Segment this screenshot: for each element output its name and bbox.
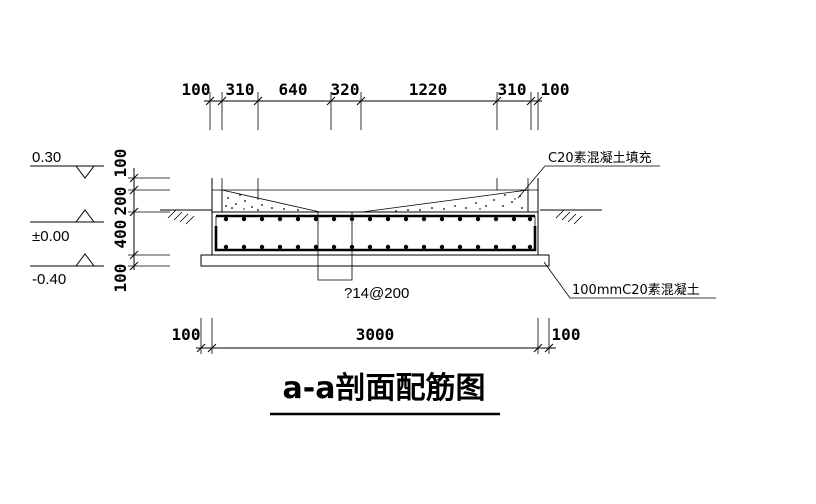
fill-label: C20素混凝土填充 [548, 150, 652, 166]
blinding-label: 100mmC20素混凝土 [572, 282, 700, 298]
dim-top-5: 1220 [409, 80, 448, 99]
dim-top-4: 320 [331, 80, 360, 99]
dim-vert-4: 100 [111, 264, 130, 293]
callout-fill: C20素混凝土填充 [517, 150, 660, 199]
ground-line [160, 209, 602, 225]
callout-rebar: ?14@200 [317, 212, 409, 302]
dim-bottom-3: 100 [552, 325, 581, 344]
dim-top-3: 640 [279, 80, 308, 99]
level-zero: ±0.00 [32, 228, 69, 245]
dim-bottom-2: 3000 [356, 325, 395, 344]
dim-top-1: 100 [182, 80, 211, 99]
dim-top-2: 310 [226, 80, 255, 99]
fill-right [361, 189, 529, 213]
title-text: a-a剖面配筋图 [283, 371, 486, 406]
top-rebar-dots [223, 216, 533, 222]
bottom-rebar-dots [223, 244, 533, 250]
dim-bottom-1: 100 [172, 325, 201, 344]
blinding-layer [200, 254, 550, 267]
bottom-dimension-chain: 100 3000 100 [172, 318, 581, 354]
level-markers: 0.30 ±0.00 -0.40 [30, 149, 104, 288]
drawing-title: a-a剖面配筋图 [270, 371, 500, 416]
dim-vert-3: 400 [111, 220, 130, 249]
dim-top-6: 310 [498, 80, 527, 99]
fill-left [221, 189, 321, 213]
rebar-label: ?14@200 [344, 285, 409, 302]
dim-top-7: 100 [541, 80, 570, 99]
callout-blinding: 100mmC20素混凝土 [543, 261, 716, 299]
level-bottom: -0.40 [32, 271, 66, 288]
dim-vert-1: 100 [111, 149, 130, 178]
dim-vert-2: 200 [111, 187, 130, 216]
bottom-rebar [214, 226, 537, 252]
top-dimension-chain: 100 310 640 320 1220 310 100 [182, 80, 570, 130]
foundation-section [200, 178, 550, 267]
vertical-dimension-chain: 100 200 400 100 [111, 149, 170, 293]
level-top: 0.30 [32, 149, 61, 166]
